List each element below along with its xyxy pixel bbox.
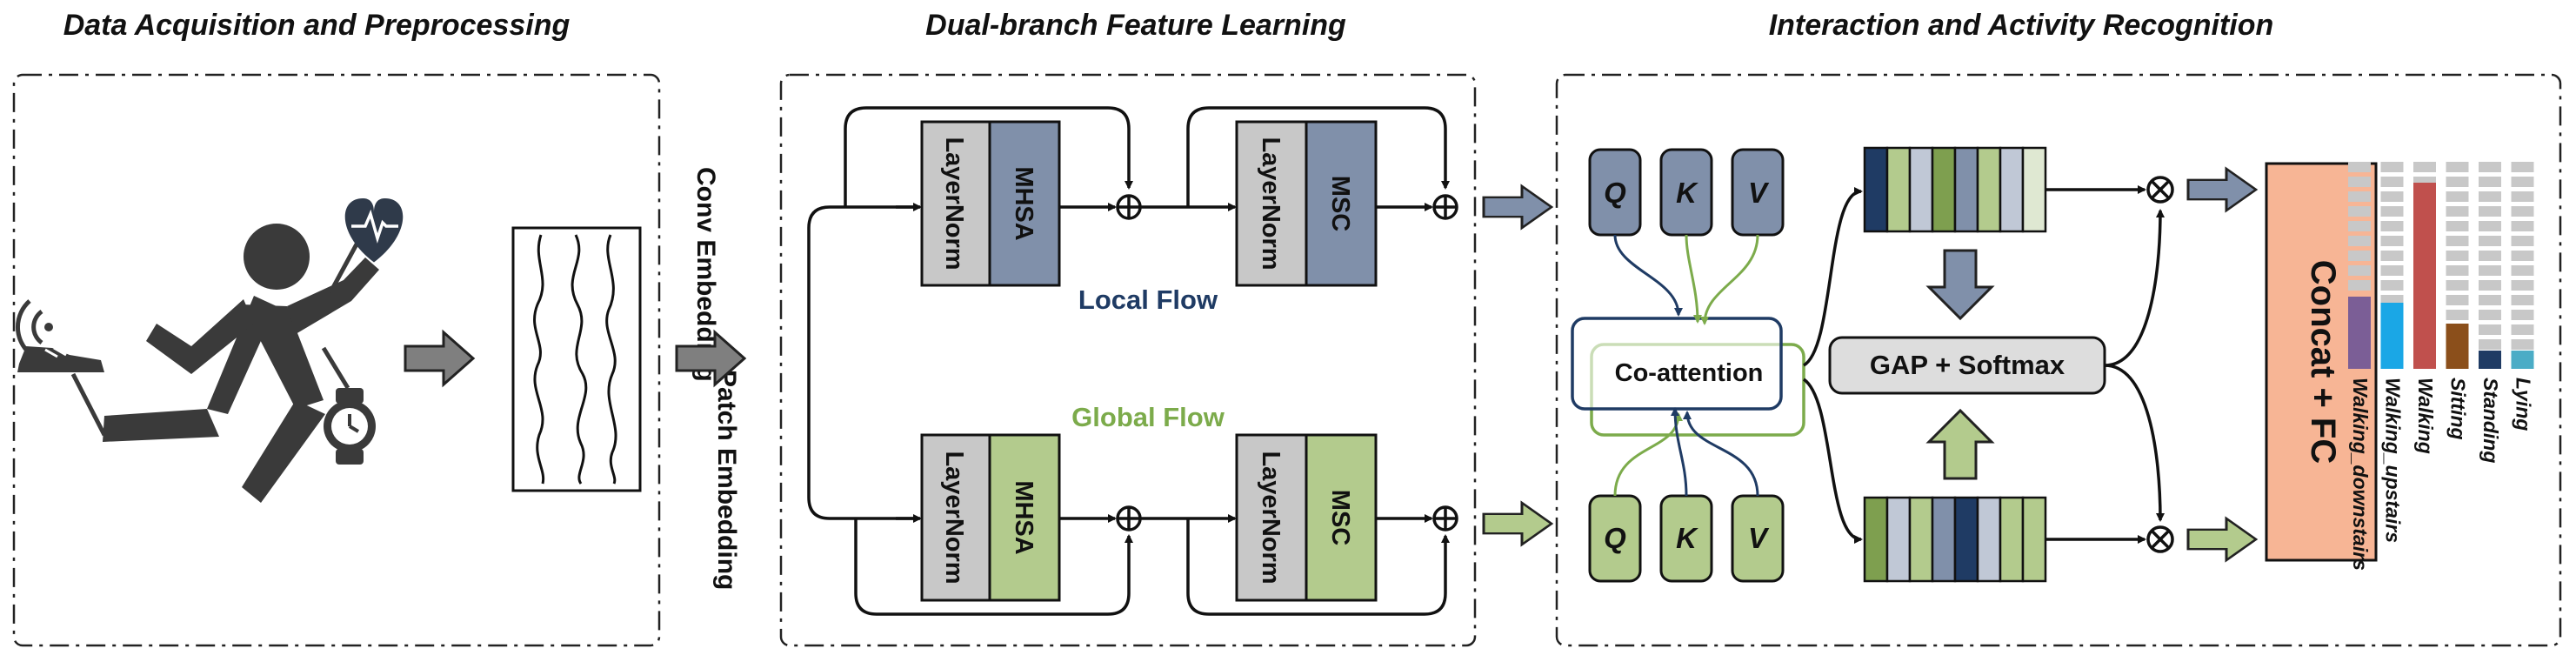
- global-skip-2: [1186, 518, 1450, 616]
- section-title-acquisition: Data Acquisition and Preprocessing: [63, 9, 571, 42]
- branch-splitter-lower: [807, 358, 913, 520]
- activity-label: Standing: [2479, 378, 2502, 463]
- activity-label: Lying: [2513, 378, 2535, 431]
- wifi-icon: [16, 299, 53, 355]
- local-output-arrow: [1482, 184, 1553, 230]
- local-block-1: LayerNorm MHSA: [920, 120, 1061, 287]
- activity-bar-fill: [2348, 297, 2371, 369]
- local-block-2: LayerNorm MSC: [1235, 120, 1378, 287]
- local-sum-1: [1116, 194, 1142, 220]
- gap-softmax-box: GAP + Softmax: [1828, 336, 2106, 395]
- local-skip-2: [1186, 106, 1450, 207]
- down-arrow-to-gap: [1925, 249, 1995, 321]
- local-skip-1: [844, 106, 1133, 207]
- mhsa-label: MHSA: [1010, 480, 1038, 554]
- layernorm-label: LayerNorm: [1257, 137, 1285, 270]
- global-feature-vector: [1863, 496, 2047, 583]
- activity-bar-fill: [2446, 324, 2469, 369]
- layernorm-label: LayerNorm: [940, 137, 968, 270]
- gap-softmax-label: GAP + Softmax: [1870, 350, 2065, 380]
- heart-rate-icon: [344, 198, 404, 263]
- co-attention-label: Co-attention: [1615, 359, 1764, 387]
- local-q-connector: [1613, 234, 1683, 317]
- patch-embedding-label: Patch Embedding: [712, 370, 741, 590]
- runner-icon: [70, 224, 379, 503]
- activity-bar-walking-downstairs: Walking_downstairs: [2348, 162, 2372, 571]
- local-k-label: K: [1676, 177, 1698, 209]
- local-flow-label: Local Flow: [1078, 284, 1218, 315]
- activity-label: Walking_downstairs: [2349, 378, 2372, 571]
- activity-label: Sitting: [2447, 378, 2470, 440]
- global-sum-1: [1116, 505, 1142, 532]
- global-qkv: Q K V: [1588, 494, 1785, 583]
- concat-fc-label: Concat + FC: [2304, 260, 2342, 464]
- activity-bar-fill: [2380, 303, 2404, 369]
- frame-interaction: [1555, 73, 2562, 647]
- activity-bar-fill: [2413, 183, 2436, 369]
- up-arrow-to-gap: [1925, 408, 1995, 480]
- local-sum-2: [1432, 194, 1458, 220]
- global-q-label: Q: [1604, 522, 1626, 554]
- mhsa-label: MHSA: [1010, 166, 1038, 240]
- global-block-1: LayerNorm MHSA: [920, 433, 1061, 602]
- local-multiply: [2146, 176, 2174, 204]
- activity-bar-fill: [2511, 351, 2534, 369]
- global-v-label: V: [1748, 522, 1770, 554]
- global-skip-1: [854, 518, 1133, 616]
- global-block-2: LayerNorm MSC: [1235, 433, 1378, 602]
- section-title-interaction: Interaction and Activity Recognition: [1769, 9, 2274, 42]
- smartwatch-icon: [324, 388, 376, 465]
- global-k-connector: [1671, 407, 1688, 497]
- layernorm-label: LayerNorm: [940, 451, 968, 584]
- acquisition-arrow: [404, 331, 475, 386]
- global-k-label: K: [1676, 522, 1698, 554]
- co-attention-to-global-vector: [1802, 378, 1863, 544]
- activity-bar-walking-upstairs: Walking_upstairs: [2380, 162, 2405, 543]
- signal-plot-icon: [511, 226, 642, 492]
- global-sum-2: [1432, 505, 1458, 532]
- local-to-concat-arrow: [2186, 167, 2258, 212]
- local-feature-vector: [1863, 146, 2047, 233]
- activity-bar-sitting: Sitting: [2446, 162, 2470, 440]
- activity-bar-walking: Walking: [2413, 162, 2437, 454]
- global-q-connector: [1613, 412, 1683, 497]
- local-q-label: Q: [1604, 177, 1626, 209]
- frame-dual-branch: [779, 73, 1477, 647]
- activity-label: Walking_upstairs: [2382, 378, 2405, 543]
- global-to-concat-arrow: [2186, 517, 2258, 562]
- activity-bar-standing: Standing: [2479, 162, 2502, 463]
- global-v-connector: [1683, 411, 1759, 497]
- local-k-connector: [1685, 234, 1702, 324]
- activity-label: Walking: [2414, 378, 2437, 454]
- layernorm-label: LayerNorm: [1257, 451, 1285, 584]
- activity-bar-fill: [2479, 351, 2501, 369]
- local-qkv: Q K V: [1588, 148, 1785, 237]
- msc-label: MSC: [1326, 176, 1354, 232]
- local-v-label: V: [1748, 177, 1770, 209]
- global-flow-label: Global Flow: [1071, 402, 1225, 432]
- frame-acquisition: [12, 73, 661, 647]
- activity-bar-lying: Lying: [2511, 162, 2535, 431]
- global-multiply: [2146, 525, 2174, 553]
- gap-to-local-multiply: [2104, 209, 2165, 367]
- co-attention-to-local-vector: [1802, 187, 1863, 367]
- activity-bars: Walking_downstairs Walking_upstairs Walkin…: [2348, 162, 2535, 571]
- shoe-icon: [17, 346, 104, 372]
- msc-label: MSC: [1326, 490, 1354, 546]
- section-title-dual-branch: Dual-branch Feature Learning: [925, 9, 1346, 42]
- global-output-arrow: [1482, 501, 1553, 546]
- gap-to-global-multiply: [2104, 364, 2165, 522]
- local-v-connector: [1700, 234, 1759, 325]
- branch-splitter: [807, 205, 913, 358]
